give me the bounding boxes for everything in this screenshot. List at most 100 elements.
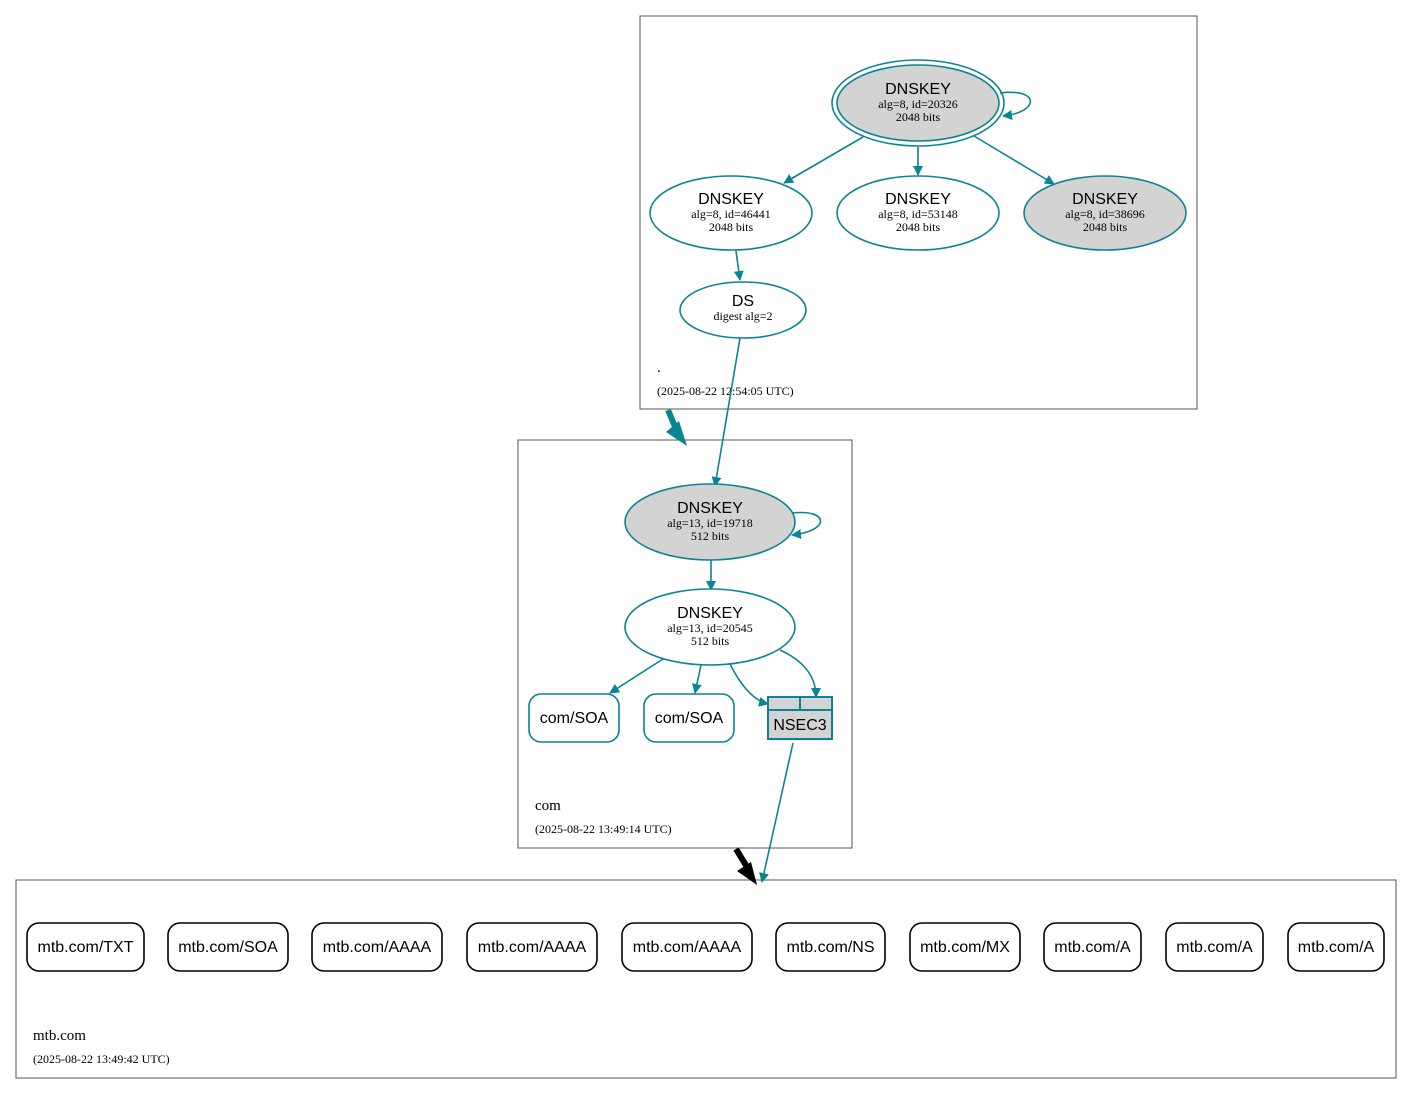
dnskey-alg-id: alg=8, id=20326 [878,97,958,111]
edge-root-zsk1-ds [733,250,744,281]
rrset-box [1165,922,1264,972]
ds-digest-alg: digest alg=2 [713,309,772,323]
trust-anchor-outer-ring [831,59,1005,147]
rrset-node-mtb-com-mx-7[interactable]: mtb.com/MX [909,922,1021,972]
dnskey-alg-id: alg=8, id=53148 [878,207,958,221]
dnskey-node-root-ksk: DNSKEY alg=8, id=20326 2048 bits [831,59,1005,147]
dnskey-bits: 2048 bits [896,110,941,124]
rrset-label: mtb.com/AAAA [478,939,587,956]
rrset-box [466,922,598,972]
rrset-label: mtb.com/SOA [178,939,278,956]
edge-nsec3-mtb-com [759,742,794,883]
zone-root-name: . [657,360,661,376]
dnskey-alg-id: alg=13, id=20545 [667,621,753,635]
mtb-com-rrsets: mtb.com/TXT mtb.com/SOA mtb.com/AAAA mtb.co… [26,922,1385,972]
rrset-label: mtb.com/AAAA [323,939,432,956]
rrset-box [26,922,145,972]
zone-com-name: com [535,798,561,814]
dnskey-title: DNSKEY [698,191,764,208]
zone-mtb-com-name: mtb.com [33,1028,86,1044]
edge-com-zsk-nsec3-b [779,649,821,698]
dnskey-alg-id: alg=13, id=19718 [667,516,753,530]
rrset-node-com-soa-1[interactable]: com/SOA [528,693,620,743]
rrset-box [775,922,886,972]
zone-com-timestamp: (2025-08-22 13:49:14 UTC) [535,822,672,836]
dnskey-title: DNSKEY [1072,191,1138,208]
dnskey-ellipse [1023,175,1187,251]
dnskey-title: DNSKEY [885,81,951,98]
dnskey-node-com-ksk: DNSKEY alg=13, id=19718 512 bits [624,483,796,561]
rrset-label: mtb.com/NS [786,939,874,956]
signing-edges [609,91,1055,883]
rrset-box [167,922,289,972]
zone-mtb-com: mtb.com (2025-08-22 13:49:42 UTC) [15,879,1397,1079]
dnskey-node-root-zsk-46441: DNSKEY alg=8, id=46441 2048 bits [649,175,813,251]
rrset-label: com/SOA [540,710,609,727]
dnskey-alg-id: alg=8, id=46441 [691,207,771,221]
zone-mtb-com-timestamp: (2025-08-22 13:49:42 UTC) [33,1052,170,1066]
rrset-node-mtb-com-ns-6[interactable]: mtb.com/NS [775,922,886,972]
delegation-root-com-arrowhead [666,421,687,446]
ds-title: DS [732,293,754,310]
rrset-label: com/SOA [655,710,724,727]
delegation-com-mtb-arrowhead [737,862,757,885]
dnskey-node-com-zsk: DNSKEY alg=13, id=20545 512 bits [624,588,796,666]
dnskey-ellipse [836,64,1000,142]
rrset-label: mtb.com/A [1054,939,1131,956]
rrset-node-mtb-com-a-8[interactable]: mtb.com/A [1043,922,1142,972]
dnskey-ellipse [649,175,813,251]
rrset-box [528,693,620,743]
dnskey-node-root-zsk-38696: DNSKEY alg=8, id=38696 2048 bits [1023,175,1187,251]
dnskey-bits: 2048 bits [709,220,754,234]
nsec3-label: NSEC3 [773,717,826,734]
nsec3-node-com[interactable]: NSEC3 [767,696,833,740]
rrset-box [1287,922,1385,972]
edge-root-ksk-zsk3 [973,135,1055,185]
rrset-label: mtb.com/MX [920,939,1010,956]
edge-com-zsk-soa1 [609,658,664,694]
rrset-node-mtb-com-aaaa-5[interactable]: mtb.com/AAAA [621,922,753,972]
zone-root-timestamp: (2025-08-22 12:54:05 UTC) [657,384,794,398]
rrset-label: mtb.com/A [1298,939,1375,956]
zone-root-box [639,15,1198,410]
dnskey-bits: 2048 bits [1083,220,1128,234]
rrset-box [909,922,1021,972]
dnskey-title: DNSKEY [677,605,743,622]
edge-com-zsk-soa2 [691,664,702,694]
rrset-node-mtb-com-aaaa-4[interactable]: mtb.com/AAAA [466,922,598,972]
edge-root-ksk-self [999,91,1032,120]
edge-ds-com-ksk [711,337,741,487]
dnskey-ellipse [836,175,1000,251]
edge-com-zsk-nsec3-a [729,663,769,707]
rrset-label: mtb.com/A [1176,939,1253,956]
rrset-node-mtb-com-a-9[interactable]: mtb.com/A [1165,922,1264,972]
dnskey-ellipse [624,483,796,561]
dnskey-bits: 512 bits [691,529,730,543]
dnskey-alg-id: alg=8, id=38696 [1065,207,1145,221]
rrset-node-mtb-com-a-10[interactable]: mtb.com/A [1287,922,1385,972]
rrset-box [643,693,735,743]
zone-mtb-com-box [15,879,1397,1079]
rrset-node-com-soa-2[interactable]: com/SOA [643,693,735,743]
dnskey-ellipse [624,588,796,666]
rrset-box [621,922,753,972]
rrset-label: mtb.com/AAAA [633,939,742,956]
dnskey-title: DNSKEY [885,191,951,208]
rrset-box [311,922,443,972]
zone-root: . (2025-08-22 12:54:05 UTC) [639,15,1198,410]
ds-node-com: DS digest alg=2 [679,281,807,339]
dnskey-bits: 512 bits [691,634,730,648]
dnskey-title: DNSKEY [677,500,743,517]
rrset-node-mtb-com-txt-1[interactable]: mtb.com/TXT [26,922,145,972]
delegation-com-mtb-arrow [733,847,750,869]
dnskey-bits: 2048 bits [896,220,941,234]
delegation-arrows [665,408,757,885]
rrset-node-mtb-com-soa-2[interactable]: mtb.com/SOA [167,922,289,972]
rrset-box [1043,922,1142,972]
ds-ellipse [679,281,807,339]
rrset-label: mtb.com/TXT [37,939,133,956]
dnskey-node-root-zsk-53148: DNSKEY alg=8, id=53148 2048 bits [836,175,1000,251]
rrset-node-mtb-com-aaaa-3[interactable]: mtb.com/AAAA [311,922,443,972]
edge-root-ksk-zsk1 [783,136,864,184]
